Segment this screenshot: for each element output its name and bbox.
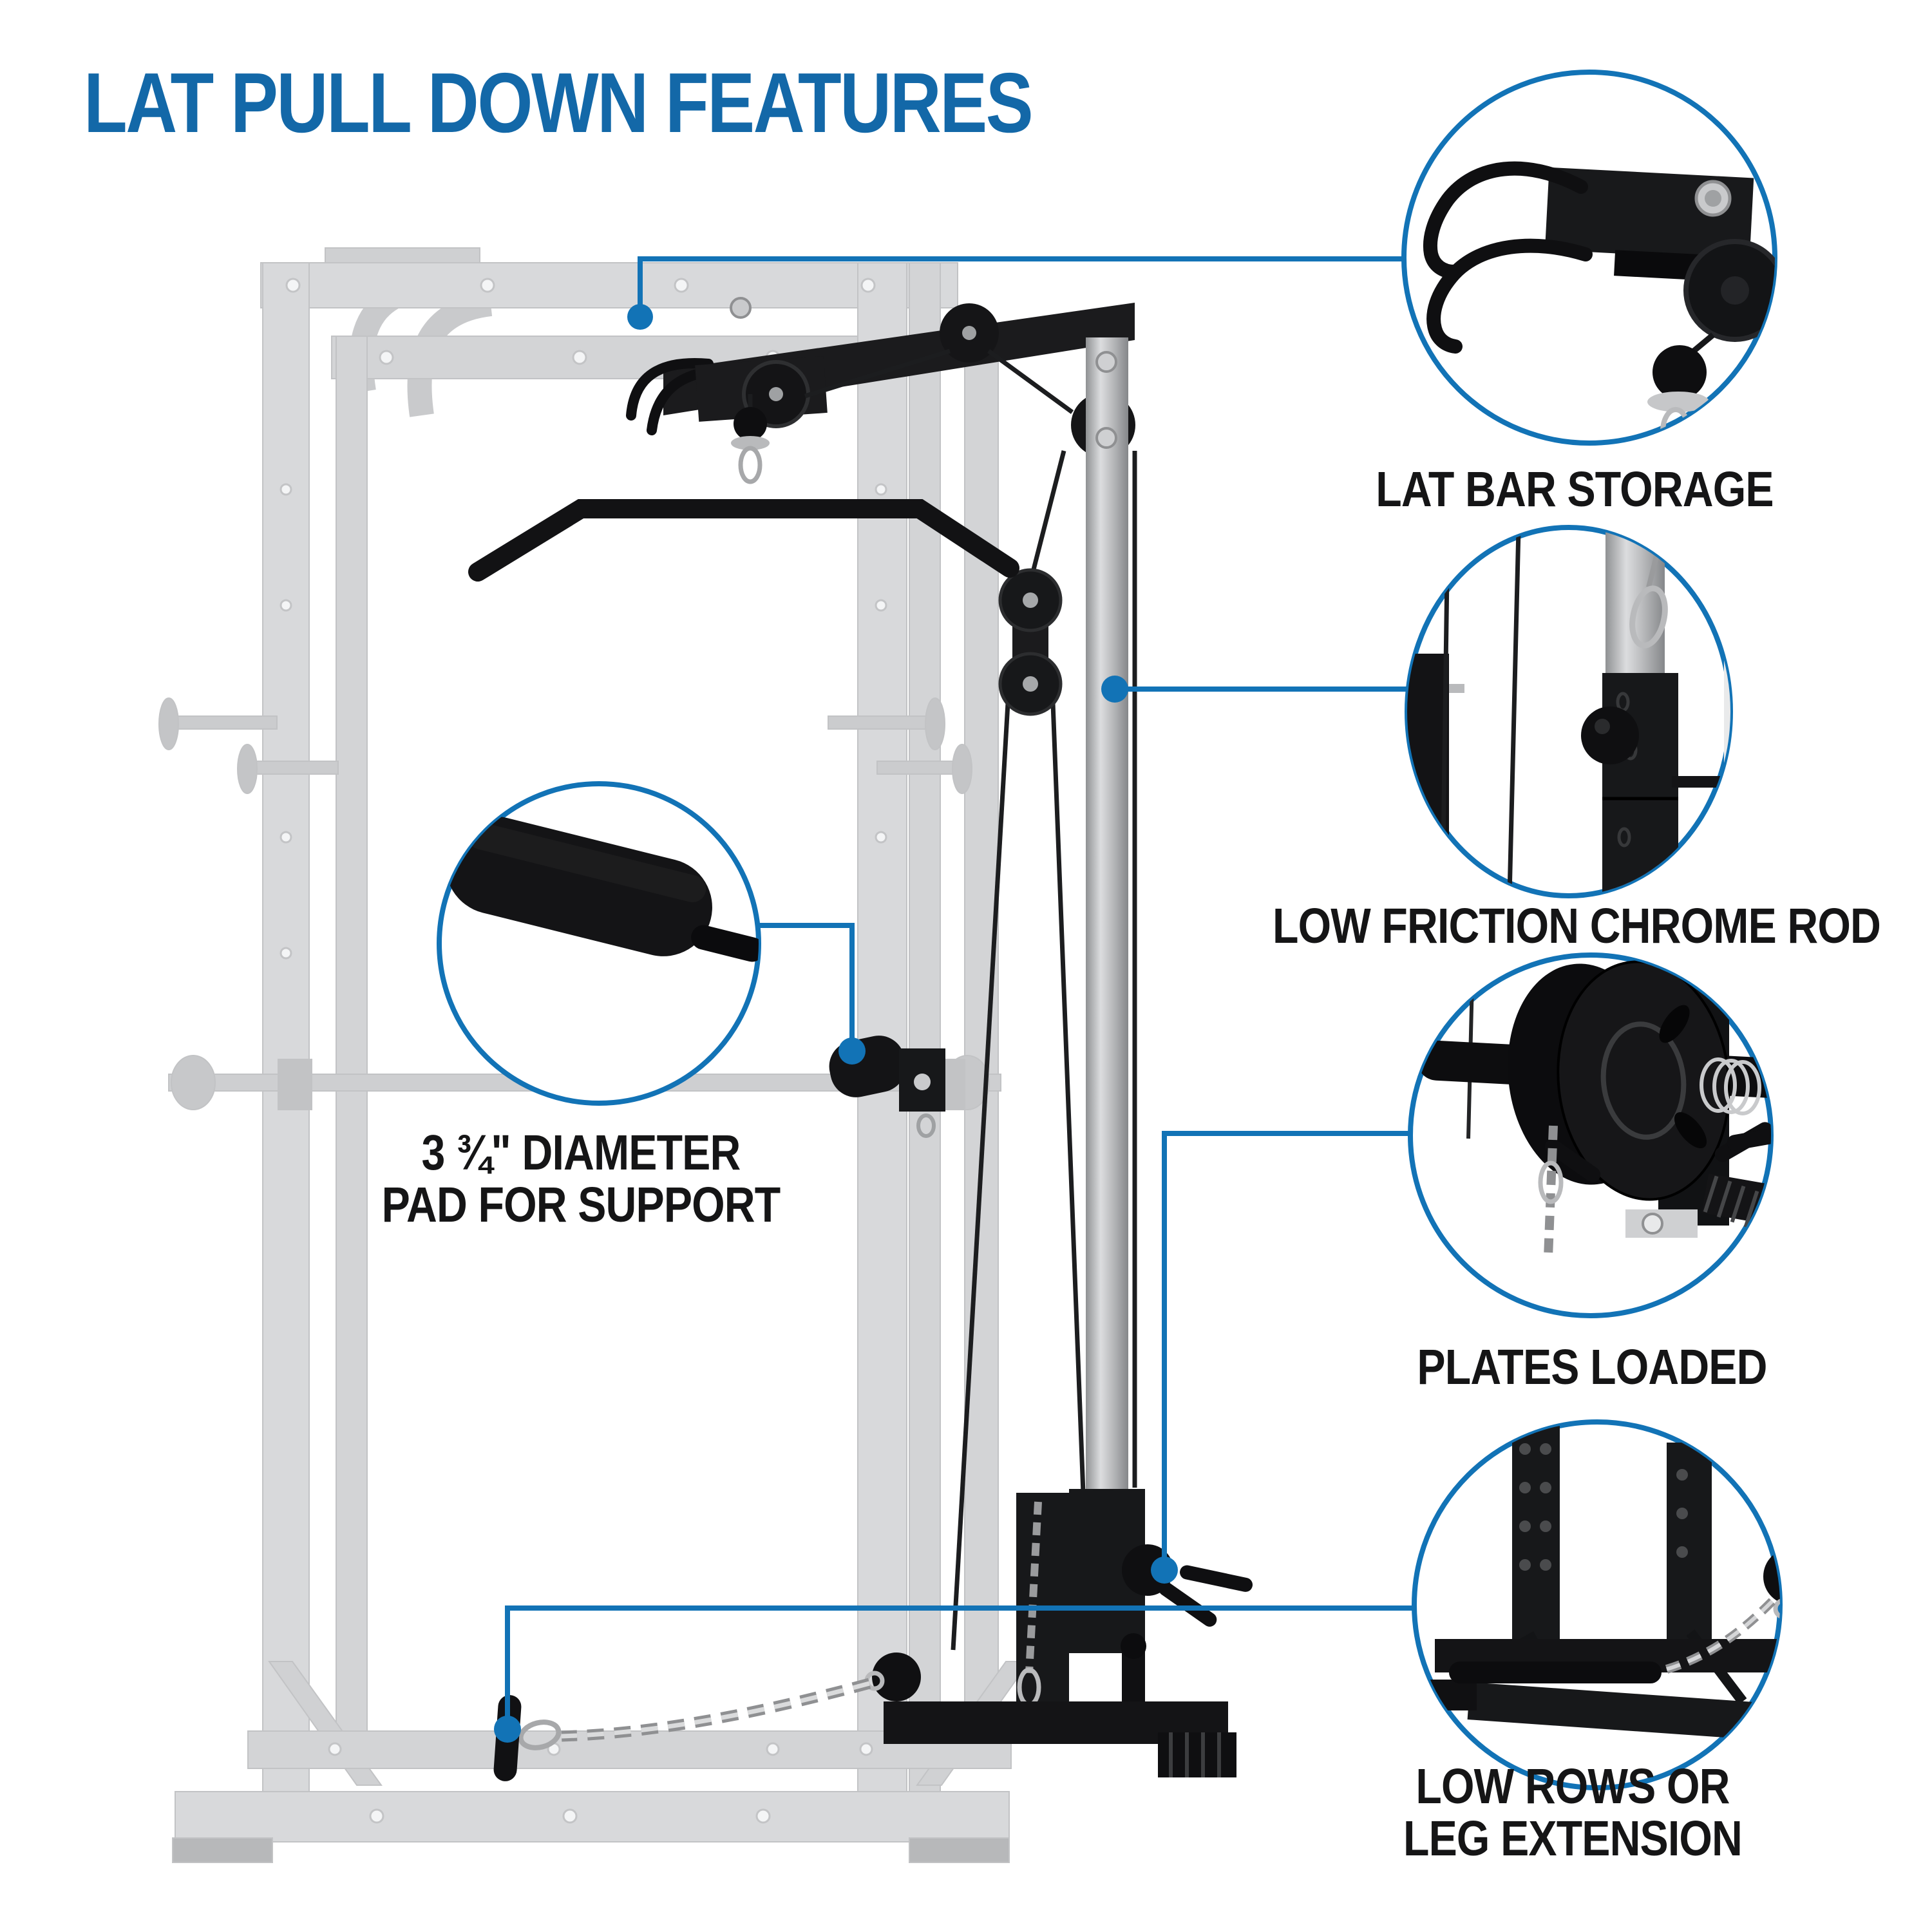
dot-lat-bar-storage <box>627 304 653 330</box>
rod-bolt <box>1095 427 1117 449</box>
pad-detail <box>439 816 759 962</box>
double-pulley-hub <box>1023 592 1038 608</box>
clamp-lever <box>1180 1565 1253 1592</box>
callout-plates-loaded <box>1408 952 1774 1318</box>
dot-pad <box>838 1037 866 1065</box>
callout-lat-bar-storage <box>1401 70 1777 446</box>
connector-pad <box>760 923 855 1050</box>
label-low-rows-line1: LOW ROWS OR <box>1416 1759 1730 1814</box>
dot-chrome-rod <box>1101 676 1128 703</box>
cables <box>748 348 1137 1651</box>
low-row-pulley <box>872 1653 921 1701</box>
chrome-rod <box>1086 337 1128 1497</box>
callout-connectors <box>505 256 1414 1728</box>
row-chain <box>561 1678 871 1742</box>
connector-low-rows <box>505 1605 1414 1728</box>
lat-pulldown-attachment <box>468 297 1253 1781</box>
label-low-friction-chrome-rod: LOW FRICTION CHROME ROD <box>1272 898 1881 954</box>
j-cup <box>278 1059 312 1110</box>
rod-bolt <box>1095 351 1117 373</box>
adjuster-knob <box>1121 1633 1146 1659</box>
callout-dots <box>494 304 1178 1743</box>
stopper-cap <box>731 436 770 450</box>
label-low-rows-line2: LEG EXTENSION <box>1403 1810 1743 1866</box>
lat-bar-storage-detail <box>1423 161 1775 443</box>
page-title: LAT PULL DOWN FEATURES <box>84 55 1034 150</box>
row-chain-highlight <box>561 1681 870 1739</box>
front-pulley-hub <box>769 387 783 401</box>
ball-stopper <box>734 407 767 440</box>
rear-pulley-hub <box>962 326 976 340</box>
top-front-beam <box>260 262 958 308</box>
left-rear-upright <box>336 336 368 1734</box>
label-lat-bar-storage: LAT BAR STORAGE <box>1376 462 1774 517</box>
dot-plates <box>1151 1557 1178 1584</box>
right-mid-upright <box>909 262 941 1799</box>
row-carabiner <box>518 1719 562 1750</box>
label-pad-line1: 3 ¾" DIAMETER <box>421 1125 741 1180</box>
label-pad-line2: PAD FOR SUPPORT <box>381 1177 781 1233</box>
ghost-foot <box>909 1837 1010 1863</box>
dot-low-rows <box>494 1716 521 1743</box>
label-pad-for-support: 3 ¾" DIAMETER PAD FOR SUPPORT <box>382 1127 781 1231</box>
double-pulley-hub <box>1023 676 1038 692</box>
label-low-rows-leg-extension: LOW ROWS OR LEG EXTENSION <box>1403 1759 1743 1866</box>
weight-peg <box>158 697 972 794</box>
connector-lat-bar-storage <box>638 256 1404 317</box>
callout-pad-for-support <box>437 781 761 1106</box>
lat-bar <box>468 499 1019 582</box>
front-base-beam <box>175 1791 1010 1842</box>
tower-bottom-post <box>1016 1493 1069 1732</box>
chrome-rod-detail <box>1407 527 1730 896</box>
connector-plates <box>1162 1131 1410 1569</box>
barbell-collar <box>171 1055 216 1110</box>
right-rear-upright <box>964 336 999 1734</box>
ghost-foot <box>172 1837 273 1863</box>
bolt <box>730 297 752 319</box>
callout-low-friction-chrome-rod <box>1405 525 1733 898</box>
clamp-lever <box>1159 1582 1217 1627</box>
lat-bar-storage-hooks <box>626 358 714 421</box>
label-plates-loaded: PLATES LOADED <box>1417 1340 1767 1395</box>
carabiner <box>738 446 762 484</box>
low-rows-detail <box>1425 1422 1780 1788</box>
foot-ribs <box>1169 1732 1221 1777</box>
callout-low-rows-leg-extension <box>1412 1419 1783 1790</box>
callout-circle <box>1405 525 1733 898</box>
safety-chain <box>1025 1501 1042 1674</box>
